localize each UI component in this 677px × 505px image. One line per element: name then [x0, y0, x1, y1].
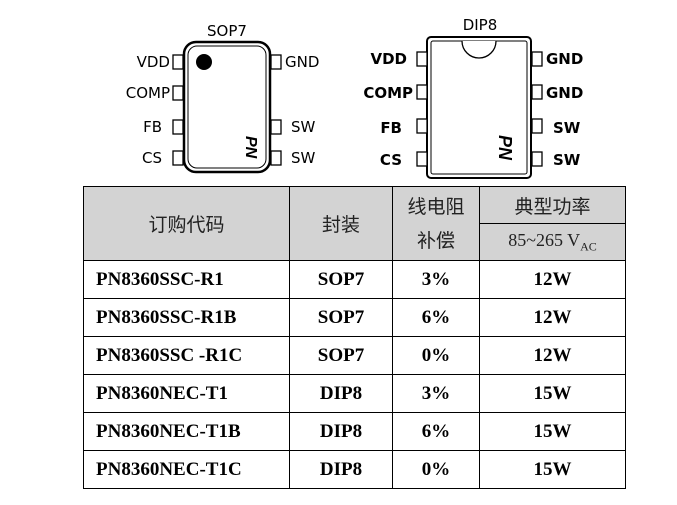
- svg-text:PN: PN: [495, 135, 515, 161]
- sop7-label-cs: CS: [142, 149, 162, 167]
- cell-package: DIP8: [289, 450, 393, 489]
- table-row: PN8360NEC-T1C DIP8 0% 15W: [83, 450, 626, 489]
- dip8-title: DIP8: [463, 16, 498, 34]
- cell-comp: 6%: [392, 298, 480, 337]
- dip8-body: [426, 36, 532, 179]
- table-row: PN8360SSC-R1B SOP7 6% 12W: [83, 298, 626, 337]
- cell-model: PN8360NEC-T1: [83, 374, 290, 413]
- dip8-pin-sw2: [531, 151, 543, 167]
- sop7-pin1-dot: [196, 54, 212, 70]
- sop7-body-inner: [187, 45, 267, 169]
- svg-text:PN: PN: [242, 136, 259, 159]
- sop7-label-sw1: SW: [291, 118, 316, 136]
- cell-package: DIP8: [289, 412, 393, 451]
- dip8-pin-comp: [416, 84, 428, 100]
- sop7-package: SOP7 VDD COMP FB CS GND SW SW PN: [126, 22, 319, 174]
- sop7-label-sw2: SW: [291, 149, 316, 167]
- ordering-table: 订购代码 封装 线电阻 补偿 典型功率 85~265 VAC PN8360SSC…: [83, 186, 626, 489]
- cell-power: 15W: [479, 412, 626, 451]
- dip8-label-gnd1: GND: [546, 50, 583, 68]
- dip8-pin-vdd: [416, 51, 428, 67]
- cell-power: 15W: [479, 374, 626, 413]
- sop7-pin-comp: [172, 85, 184, 101]
- cell-comp: 0%: [392, 450, 480, 489]
- dip8-pin-fb: [416, 118, 428, 134]
- dip8-label-cs: CS: [380, 151, 402, 169]
- cell-power: 12W: [479, 260, 626, 299]
- dip8-label-comp: COMP: [363, 84, 413, 102]
- dip8-package: DIP8 VDD COMP FB CS GND GND SW SW PN: [363, 16, 583, 179]
- header-power: 典型功率: [479, 186, 626, 224]
- cell-comp: 0%: [392, 336, 480, 375]
- sop7-pin-sw2: [270, 150, 282, 166]
- dip8-pin-cs: [416, 151, 428, 167]
- sop7-title: SOP7: [207, 22, 247, 40]
- sop7-pin-cs: [172, 150, 184, 166]
- header-voltage-range: 85~265 VAC: [479, 223, 626, 261]
- dip8-logo-icon: PN: [495, 135, 515, 161]
- dip8-pin-gnd1: [531, 51, 543, 67]
- cell-power: 12W: [479, 336, 626, 375]
- cell-comp: 3%: [392, 374, 480, 413]
- header-line-compensation: 线电阻 补偿: [392, 186, 480, 261]
- cell-model: PN8360NEC-T1C: [83, 450, 290, 489]
- sop7-pin-gnd: [270, 54, 282, 70]
- cell-model: PN8360SSC-R1B: [83, 298, 290, 337]
- sop7-label-comp: COMP: [126, 84, 170, 102]
- cell-power: 12W: [479, 298, 626, 337]
- header-package: 封装: [289, 186, 393, 261]
- table-row: PN8360NEC-T1 DIP8 3% 15W: [83, 374, 626, 413]
- header-model: 订购代码: [83, 186, 290, 261]
- cell-model: PN8360SSC-R1: [83, 260, 290, 299]
- dip8-label-vdd: VDD: [370, 50, 407, 68]
- sop7-label-gnd: GND: [285, 53, 319, 71]
- table-row: PN8360SSC-R1 SOP7 3% 12W: [83, 260, 626, 299]
- header-comp-line1: 线电阻: [407, 195, 465, 218]
- sop7-pin-fb: [172, 119, 184, 135]
- sop7-label-fb: FB: [143, 118, 162, 136]
- dip8-notch: [461, 40, 497, 59]
- dip8-label-fb: FB: [380, 119, 402, 137]
- cell-package: SOP7: [289, 260, 393, 299]
- cell-package: DIP8: [289, 374, 393, 413]
- package-diagrams: SOP7 VDD COMP FB CS GND SW SW PN DIP8: [126, 16, 583, 179]
- cell-model: PN8360NEC-T1B: [83, 412, 290, 451]
- dip8-pin-sw1: [531, 118, 543, 134]
- dip8-pin-gnd2: [531, 84, 543, 100]
- cell-comp: 6%: [392, 412, 480, 451]
- dip8-label-sw1: SW: [553, 119, 581, 137]
- header-comp-line2: 补偿: [416, 229, 455, 252]
- cell-comp: 3%: [392, 260, 480, 299]
- cell-package: SOP7: [289, 298, 393, 337]
- cell-package: SOP7: [289, 336, 393, 375]
- table-row: PN8360SSC -R1C SOP7 0% 12W: [83, 336, 626, 375]
- sop7-pin-sw1: [270, 119, 282, 135]
- dip8-label-gnd2: GND: [546, 84, 583, 102]
- sop7-label-vdd: VDD: [137, 53, 170, 71]
- cell-power: 15W: [479, 450, 626, 489]
- table-row: PN8360NEC-T1B DIP8 6% 15W: [83, 412, 626, 451]
- dip8-label-sw2: SW: [553, 151, 581, 169]
- sop7-pin-vdd: [172, 54, 184, 70]
- sop7-body: [182, 40, 272, 174]
- cell-model: PN8360SSC -R1C: [83, 336, 290, 375]
- sop7-logo-icon: PN: [242, 136, 259, 159]
